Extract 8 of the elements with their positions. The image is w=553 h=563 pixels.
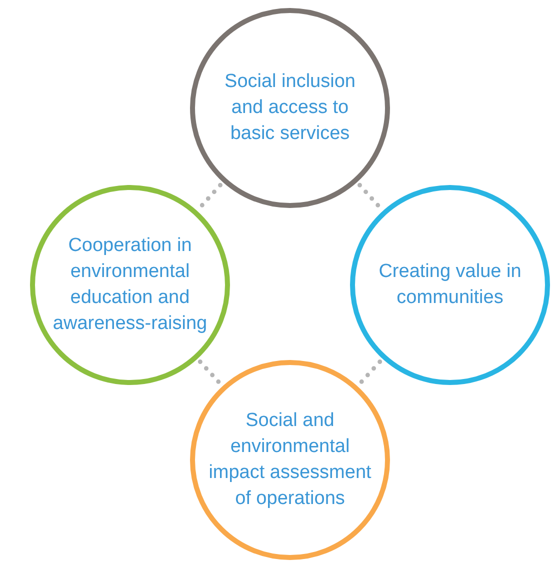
node-text: Creating value in communities [378, 260, 522, 310]
dotted-connector [358, 360, 382, 386]
dotted-connector [358, 182, 382, 210]
dotted-connector [198, 360, 222, 386]
dotted-connector [198, 182, 222, 210]
node-text: Social and environmental impact assessment of operations [208, 409, 372, 511]
node-text: Cooperation in environmental education and awareness-raising [52, 234, 208, 336]
node-text: Social inclusion and access to basic services [224, 70, 356, 146]
